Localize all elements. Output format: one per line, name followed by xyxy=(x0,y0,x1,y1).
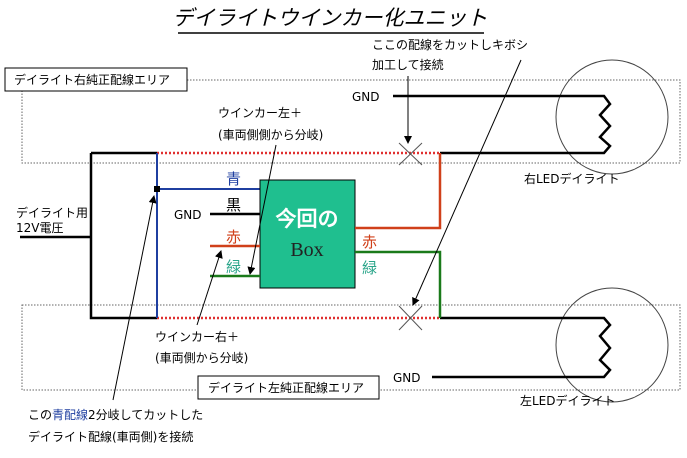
cut-note-line2: 加工して接続 xyxy=(372,57,444,72)
winker-right-arrow xyxy=(196,250,223,326)
winker-left-line2: (車両側側から分岐) xyxy=(218,128,323,142)
red-out-wire xyxy=(355,153,442,230)
gnd-bottom-label: GND xyxy=(393,371,421,385)
gnd-top-label: GND xyxy=(352,90,380,104)
right-led-label: 右LEDデイライト xyxy=(524,171,620,186)
wire-label-blue: 青 xyxy=(226,170,241,188)
right-led-circle xyxy=(555,59,669,175)
right-area-label-box xyxy=(4,67,188,92)
left-led-wire xyxy=(432,316,612,379)
left-area-label-box xyxy=(197,375,380,400)
cut-mark-top xyxy=(398,142,423,166)
left-led-circle xyxy=(555,287,669,403)
wire-label-red-in: 赤 xyxy=(226,228,241,246)
right-led-wire xyxy=(393,94,612,155)
left-led-label: 左LEDデイライト xyxy=(520,393,616,408)
power-label-line2: 12V電圧 xyxy=(16,221,63,235)
winker-left-arrow xyxy=(247,144,277,275)
wire-label-black: 黒 xyxy=(226,196,241,214)
wire-label-green-in: 緑 xyxy=(226,258,241,276)
right-area-label: デイライト右純正配線エリア xyxy=(14,72,170,87)
winker-right-line1: ウインカー右＋ xyxy=(155,329,239,344)
right-area-boundary xyxy=(21,79,681,164)
power-label-line1: デイライト用 xyxy=(16,205,88,220)
cut-note-line1: ここの配線をカットしキボシ xyxy=(372,37,528,52)
wire-label-green-out: 緑 xyxy=(362,259,377,277)
wire-label-red-out: 赤 xyxy=(362,233,377,251)
winker-left-line1: ウインカー左＋ xyxy=(218,105,302,120)
cut-mark-bottom xyxy=(398,305,423,331)
winker-right-line2: (車両側から分岐) xyxy=(155,351,248,365)
box-label-line1: 今回の xyxy=(276,207,339,231)
blue-note-line2: デイライト配線(車両側)を接続 xyxy=(28,429,193,444)
blue-note-line1: この青配線2分岐してカットした xyxy=(28,407,203,422)
left-area-label: デイライト左純正配線エリア xyxy=(208,380,364,395)
blue-note-arrow xyxy=(112,195,157,401)
cut-arrow-bottom xyxy=(412,59,522,306)
junction-point xyxy=(154,186,160,192)
power-wire xyxy=(20,151,157,320)
unit-box xyxy=(259,179,356,289)
box-label-line2: Box xyxy=(290,239,323,261)
green-out-wire xyxy=(355,250,442,318)
gnd-box-label: GND xyxy=(174,208,202,222)
diagram-title: デイライトウインカー化ユニット xyxy=(173,6,488,30)
